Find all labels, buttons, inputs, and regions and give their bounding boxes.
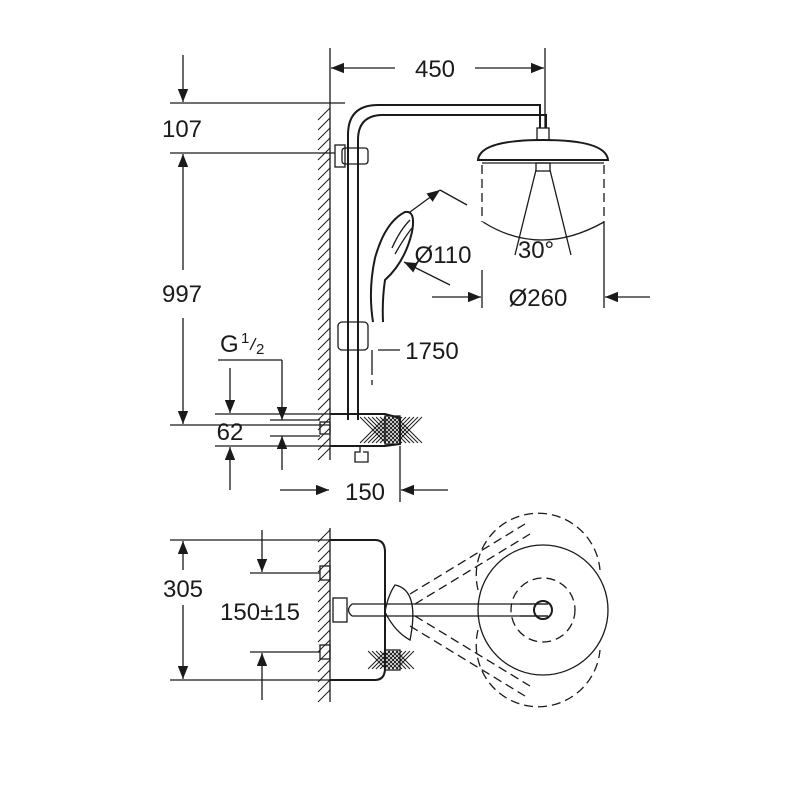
wall-hatch-line <box>317 227 331 241</box>
knob-knurl-line <box>388 417 414 443</box>
shower-arm-top <box>347 523 548 697</box>
wall-hatch-line <box>317 117 331 131</box>
wall-hatch-line <box>317 247 331 261</box>
wall-hatch-line <box>317 387 331 401</box>
wall-hatch-line <box>317 357 331 371</box>
wall-hatch-line <box>317 629 331 643</box>
wall-hatch-line <box>317 679 331 693</box>
svg-text:G: G <box>220 331 239 358</box>
wall-hatch-line <box>317 257 331 271</box>
wall-hatch-line <box>317 157 331 171</box>
svg-text:450: 450 <box>415 56 455 83</box>
dimension-connection-depth: 62 <box>215 368 330 490</box>
wall-hatch-line <box>317 437 331 451</box>
svg-text:62: 62 <box>217 419 244 446</box>
knob-knurl-line <box>364 417 390 443</box>
wall-hatch-line <box>317 619 331 633</box>
dimension-107: 107 <box>162 55 345 154</box>
knob-knurl-line <box>396 651 414 669</box>
wall-hatch-line <box>317 267 331 281</box>
thermostat-body-top <box>319 539 414 681</box>
dimension-spray-angle: 30° <box>518 237 554 264</box>
wall-hatch-line <box>317 217 331 231</box>
shower-riser <box>334 104 547 420</box>
dimension-body-projection: 150 <box>280 446 448 506</box>
wall-hatch-line <box>317 137 331 151</box>
wall-hatch-line <box>317 649 331 663</box>
overhead-head-top <box>475 512 609 708</box>
hand-shower-top <box>384 584 414 641</box>
wall-hatch-line <box>317 307 331 321</box>
wall-side-view <box>317 105 331 461</box>
knob-knurl-line <box>380 417 406 443</box>
knob-knurl-line <box>372 417 398 443</box>
knob-knurl-line <box>392 651 410 669</box>
svg-text:305: 305 <box>163 576 203 603</box>
knob-knurl-line <box>388 651 406 669</box>
wall-hatch-line <box>317 599 331 613</box>
svg-text:1: 1 <box>241 330 249 347</box>
wall-hatch-line <box>317 447 331 461</box>
svg-text:Ø260: Ø260 <box>509 285 568 312</box>
wall-hatch-line <box>317 287 331 301</box>
wall-hatch-line <box>317 367 331 381</box>
wall-top-view <box>317 528 331 703</box>
wall-hatch-line <box>317 167 331 181</box>
dimension-outlet-height: 1750 <box>378 338 459 365</box>
knob-knurl-line <box>392 417 418 443</box>
dimension-connection-spacing: 150±15 <box>220 530 320 700</box>
wall-hatch-line <box>317 689 331 703</box>
wall-hatch-line <box>317 337 331 351</box>
dimension-997: 997 <box>162 154 330 426</box>
wall-hatch-line <box>317 377 331 391</box>
hand-shower: Ø110 <box>369 189 472 323</box>
svg-text:30°: 30° <box>518 237 554 264</box>
overhead-shower-head <box>476 127 610 256</box>
knob-knurl-line <box>396 417 422 443</box>
svg-text:Ø110: Ø110 <box>415 242 472 269</box>
knob-knurl-line <box>368 417 394 443</box>
thermostat-body-side <box>319 413 422 463</box>
svg-text:150: 150 <box>345 479 385 506</box>
wall-hatch-line <box>317 107 331 121</box>
wall-hatch-line <box>317 397 331 411</box>
wall-hatch-line <box>317 327 331 341</box>
wall-hatch-line <box>317 237 331 251</box>
wall-hatch-line <box>317 589 331 603</box>
knob-knurl-line <box>376 417 402 443</box>
wall-hatch-line <box>317 347 331 361</box>
wall-hatch-line <box>317 609 331 623</box>
wall-hatch-line <box>317 127 331 141</box>
wall-hatch-line <box>317 539 331 553</box>
wall-hatch-line <box>317 297 331 311</box>
wall-hatch-line <box>317 177 331 191</box>
wall-hatch-line <box>317 147 331 161</box>
dimension-head-diameter: Ø260 <box>432 222 650 312</box>
dimension-body-width: 305 <box>163 539 330 681</box>
wall-hatch-line <box>317 579 331 593</box>
svg-text:997: 997 <box>162 281 202 308</box>
svg-text:1750: 1750 <box>405 338 458 365</box>
wall-hatch-line <box>317 549 331 563</box>
knob-knurl-line <box>384 417 410 443</box>
svg-text:107: 107 <box>162 116 202 143</box>
svg-text:2: 2 <box>256 341 264 358</box>
dimension-connection-thread: G 1 2 <box>218 330 320 470</box>
wall-hatch-line <box>317 277 331 291</box>
wall-hatch-line <box>317 187 331 201</box>
wall-hatch-line <box>317 659 331 673</box>
svg-text:150±15: 150±15 <box>220 599 300 626</box>
knob-knurl-line <box>360 417 386 443</box>
wall-hatch-line <box>317 197 331 211</box>
wall-hatch-line <box>317 317 331 331</box>
wall-hatch-line <box>317 207 331 221</box>
